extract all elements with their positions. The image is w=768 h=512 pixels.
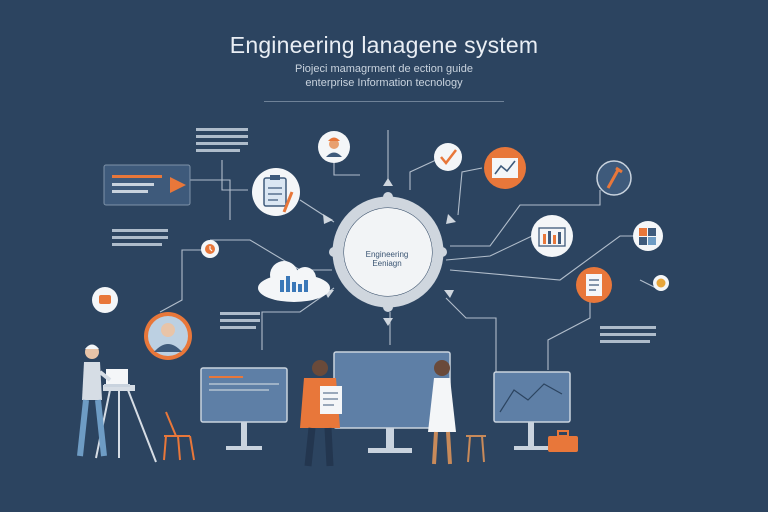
connector-line — [445, 297, 497, 372]
coin-icon — [656, 278, 666, 288]
presenter-person — [300, 360, 342, 467]
text-block-center-left — [220, 312, 260, 329]
hub-spoke — [437, 247, 447, 257]
connector-line — [547, 300, 591, 370]
arrow-head-icon — [323, 214, 333, 224]
hub-label: Engineering Eeniagn — [352, 250, 422, 268]
right-monitor[interactable] — [493, 371, 571, 450]
line-chart-icon — [492, 158, 518, 178]
connector-line — [159, 249, 210, 313]
connector-lines — [159, 130, 661, 372]
hub-inner-circle — [344, 208, 432, 296]
coin-node[interactable] — [653, 275, 669, 291]
arrow-head-icon — [446, 214, 456, 224]
bar-chart-node[interactable] — [531, 215, 573, 257]
clipboard-node[interactable] — [252, 168, 300, 216]
connector-line — [450, 190, 601, 247]
engineer-person — [77, 344, 112, 457]
text-block-right — [600, 326, 656, 343]
bar-chart-icon — [538, 227, 566, 247]
arrow-head-icon — [383, 178, 393, 186]
hub-label-line1: Engineering — [365, 250, 409, 259]
document-node[interactable] — [576, 267, 612, 303]
stool-icon — [466, 435, 486, 463]
hub-spoke — [383, 302, 393, 312]
page-subtitle-line2: enterprise Information tecnology — [305, 77, 463, 89]
text-block-top-left — [196, 128, 248, 152]
connector-line — [221, 160, 248, 191]
connector-line — [445, 235, 533, 261]
pie-node[interactable] — [633, 221, 663, 251]
tool-node[interactable] — [596, 160, 632, 196]
text-block-left — [112, 229, 168, 246]
checkmark-node[interactable] — [434, 143, 462, 171]
left-monitor[interactable] — [200, 367, 288, 450]
wrench-icon — [606, 166, 623, 189]
analyst-person — [428, 360, 456, 465]
connector-line — [409, 159, 437, 190]
arrow-head-icon — [383, 318, 393, 326]
worker-avatar-node[interactable] — [318, 131, 350, 163]
connector-line — [190, 179, 231, 220]
cloud-node[interactable] — [258, 261, 330, 302]
hub-spoke — [383, 192, 393, 202]
manager-avatar-node[interactable] — [144, 312, 192, 360]
hub-spoke — [329, 247, 339, 257]
cloud-bar-chart-icon — [280, 276, 308, 292]
video-banner-panel[interactable] — [103, 164, 191, 206]
worker-icon — [326, 137, 342, 157]
page-subtitle-line1: Piojeci mamagrment de ection guide — [295, 63, 473, 75]
connector-line — [457, 167, 483, 216]
cloud-icon — [258, 261, 330, 302]
checkmark-icon — [440, 149, 457, 165]
page-title: Engineering lanagene system — [229, 32, 539, 58]
trend-chart-node[interactable] — [484, 147, 526, 189]
chat-node[interactable] — [92, 287, 118, 313]
clock-node[interactable] — [201, 240, 219, 258]
play-icon — [170, 177, 186, 193]
central-hub — [329, 192, 447, 312]
pie-chart-icon — [639, 228, 656, 245]
person-icon — [154, 323, 182, 352]
hub-label-line2: Eeniagn — [372, 259, 402, 268]
clock-icon — [205, 244, 215, 254]
chat-icon — [99, 295, 111, 304]
document-icon — [586, 274, 602, 296]
title-divider — [264, 101, 504, 102]
arrow-head-icon — [444, 290, 454, 298]
connector-line — [261, 287, 335, 350]
chair-icon — [163, 411, 195, 461]
connector-line — [449, 235, 640, 281]
clipboard-icon — [263, 175, 294, 213]
connector-line — [210, 239, 332, 271]
laptop-icon — [104, 369, 130, 387]
toolbox-icon — [548, 430, 578, 452]
